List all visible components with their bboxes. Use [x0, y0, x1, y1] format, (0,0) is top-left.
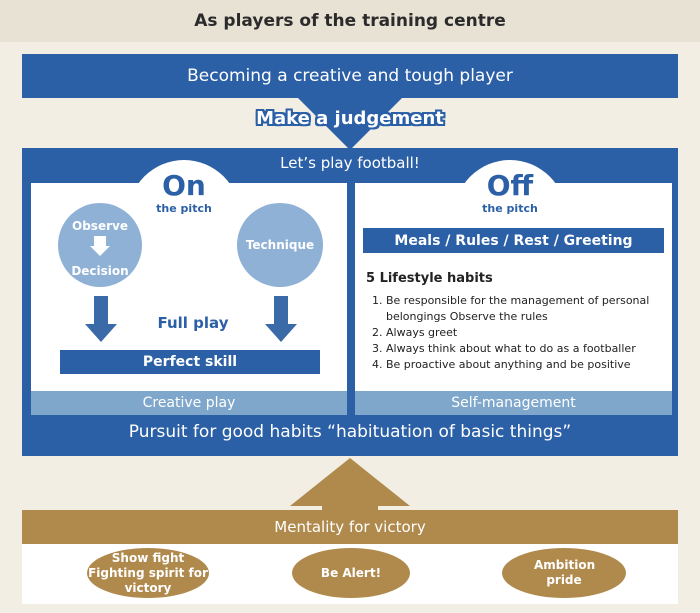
up-arrow-head	[290, 458, 410, 506]
mentality-bar: Mentality for victory	[22, 510, 678, 544]
on-tab: On the pitch	[128, 160, 240, 220]
self-management-footer: Self-management	[355, 391, 672, 415]
perfect-skill-bar: Perfect skill	[60, 350, 320, 374]
top-banner: Becoming a creative and tough player	[22, 54, 678, 98]
on-title: On	[162, 169, 206, 202]
oval-fighting-spirit: Show fight Fighting spirit for victory	[87, 548, 209, 598]
habits-list: Be responsible for the management of per…	[364, 293, 676, 373]
observe-decision-circle: Observe Decision	[58, 203, 142, 287]
technique-circle: Technique	[237, 203, 323, 287]
oval-ambition: Ambition pride	[502, 548, 626, 598]
creative-play-label: Creative play	[142, 395, 236, 411]
pursuit-text: Pursuit for good habits “habituation of …	[128, 422, 572, 442]
observe-arrow-stem	[94, 236, 106, 246]
habits-title: 5 Lifestyle habits	[366, 271, 493, 286]
oval-be-alert: Be Alert!	[292, 548, 410, 598]
off-title: Off	[486, 169, 534, 202]
right-arrow-stem	[274, 296, 288, 324]
main-title: Let’s play football!	[280, 154, 420, 172]
oval-label: Ambition pride	[534, 558, 596, 587]
mentality-title: Mentality for victory	[274, 518, 426, 536]
habit-item: Always think about what to do as a footb…	[386, 341, 676, 357]
oval-label: Be Alert!	[320, 565, 382, 580]
habit-item: Be responsible for the management of per…	[386, 293, 676, 325]
self-management-label: Self-management	[451, 395, 576, 411]
habit-item: Always greet	[386, 325, 676, 341]
oval-label: Show fight Fighting spirit for victory	[88, 550, 208, 595]
decision-label: Decision	[71, 264, 129, 278]
on-subtitle: the pitch	[156, 202, 212, 215]
full-play-label: Full play	[157, 314, 229, 332]
page-header: As players of the training centre	[0, 0, 700, 42]
technique-label: Technique	[245, 238, 315, 252]
off-panel	[355, 183, 672, 415]
judgement-label: Make a judgement	[256, 108, 444, 129]
meals-bar: Meals / Rules / Rest / Greeting	[363, 228, 664, 253]
left-arrow-stem	[94, 296, 108, 324]
right-arrow-head	[265, 324, 297, 342]
off-tab: Off the pitch	[454, 160, 566, 220]
header-title: As players of the training centre	[194, 11, 506, 31]
left-arrow-head	[85, 324, 117, 342]
perfect-skill-label: Perfect skill	[142, 354, 238, 370]
banner-text: Becoming a creative and tough player	[187, 66, 513, 86]
observe-label: Observe	[72, 219, 128, 233]
creative-play-footer: Creative play	[31, 391, 347, 415]
down-arrow	[298, 98, 402, 150]
habit-item: Be proactive about anything and be posit…	[386, 357, 676, 373]
observe-arrow-head	[90, 246, 110, 256]
up-arrow-stem	[322, 504, 378, 514]
meals-label: Meals / Rules / Rest / Greeting	[394, 232, 633, 249]
off-subtitle: the pitch	[482, 202, 538, 215]
